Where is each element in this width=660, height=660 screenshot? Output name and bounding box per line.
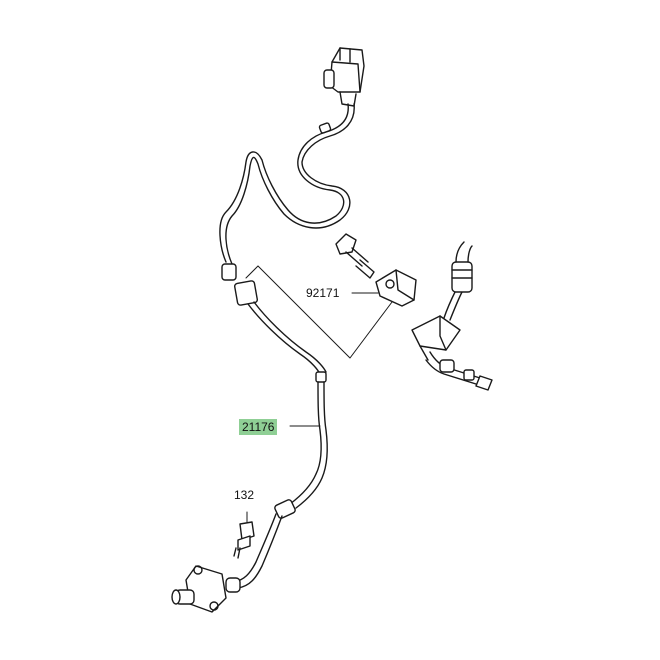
bolt-132: [233, 511, 255, 559]
harness-cable-lower: [233, 371, 328, 589]
harness-cable-upper: [219, 103, 355, 265]
clamp-block: [411, 315, 461, 361]
connector-plug: [323, 47, 365, 107]
wheel-speed-sensor: [171, 565, 241, 613]
guide-lines: [245, 265, 393, 359]
right-cable-segment: [425, 241, 493, 391]
callout-132: 132: [234, 488, 255, 502]
callout-21176[interactable]: 21176: [239, 419, 278, 435]
callout-92171: 92171: [306, 286, 340, 300]
bolt-upper: [335, 233, 375, 279]
cable-grommets: [221, 263, 327, 375]
leader-lines: [289, 292, 379, 427]
bracket-92171: [375, 269, 417, 307]
